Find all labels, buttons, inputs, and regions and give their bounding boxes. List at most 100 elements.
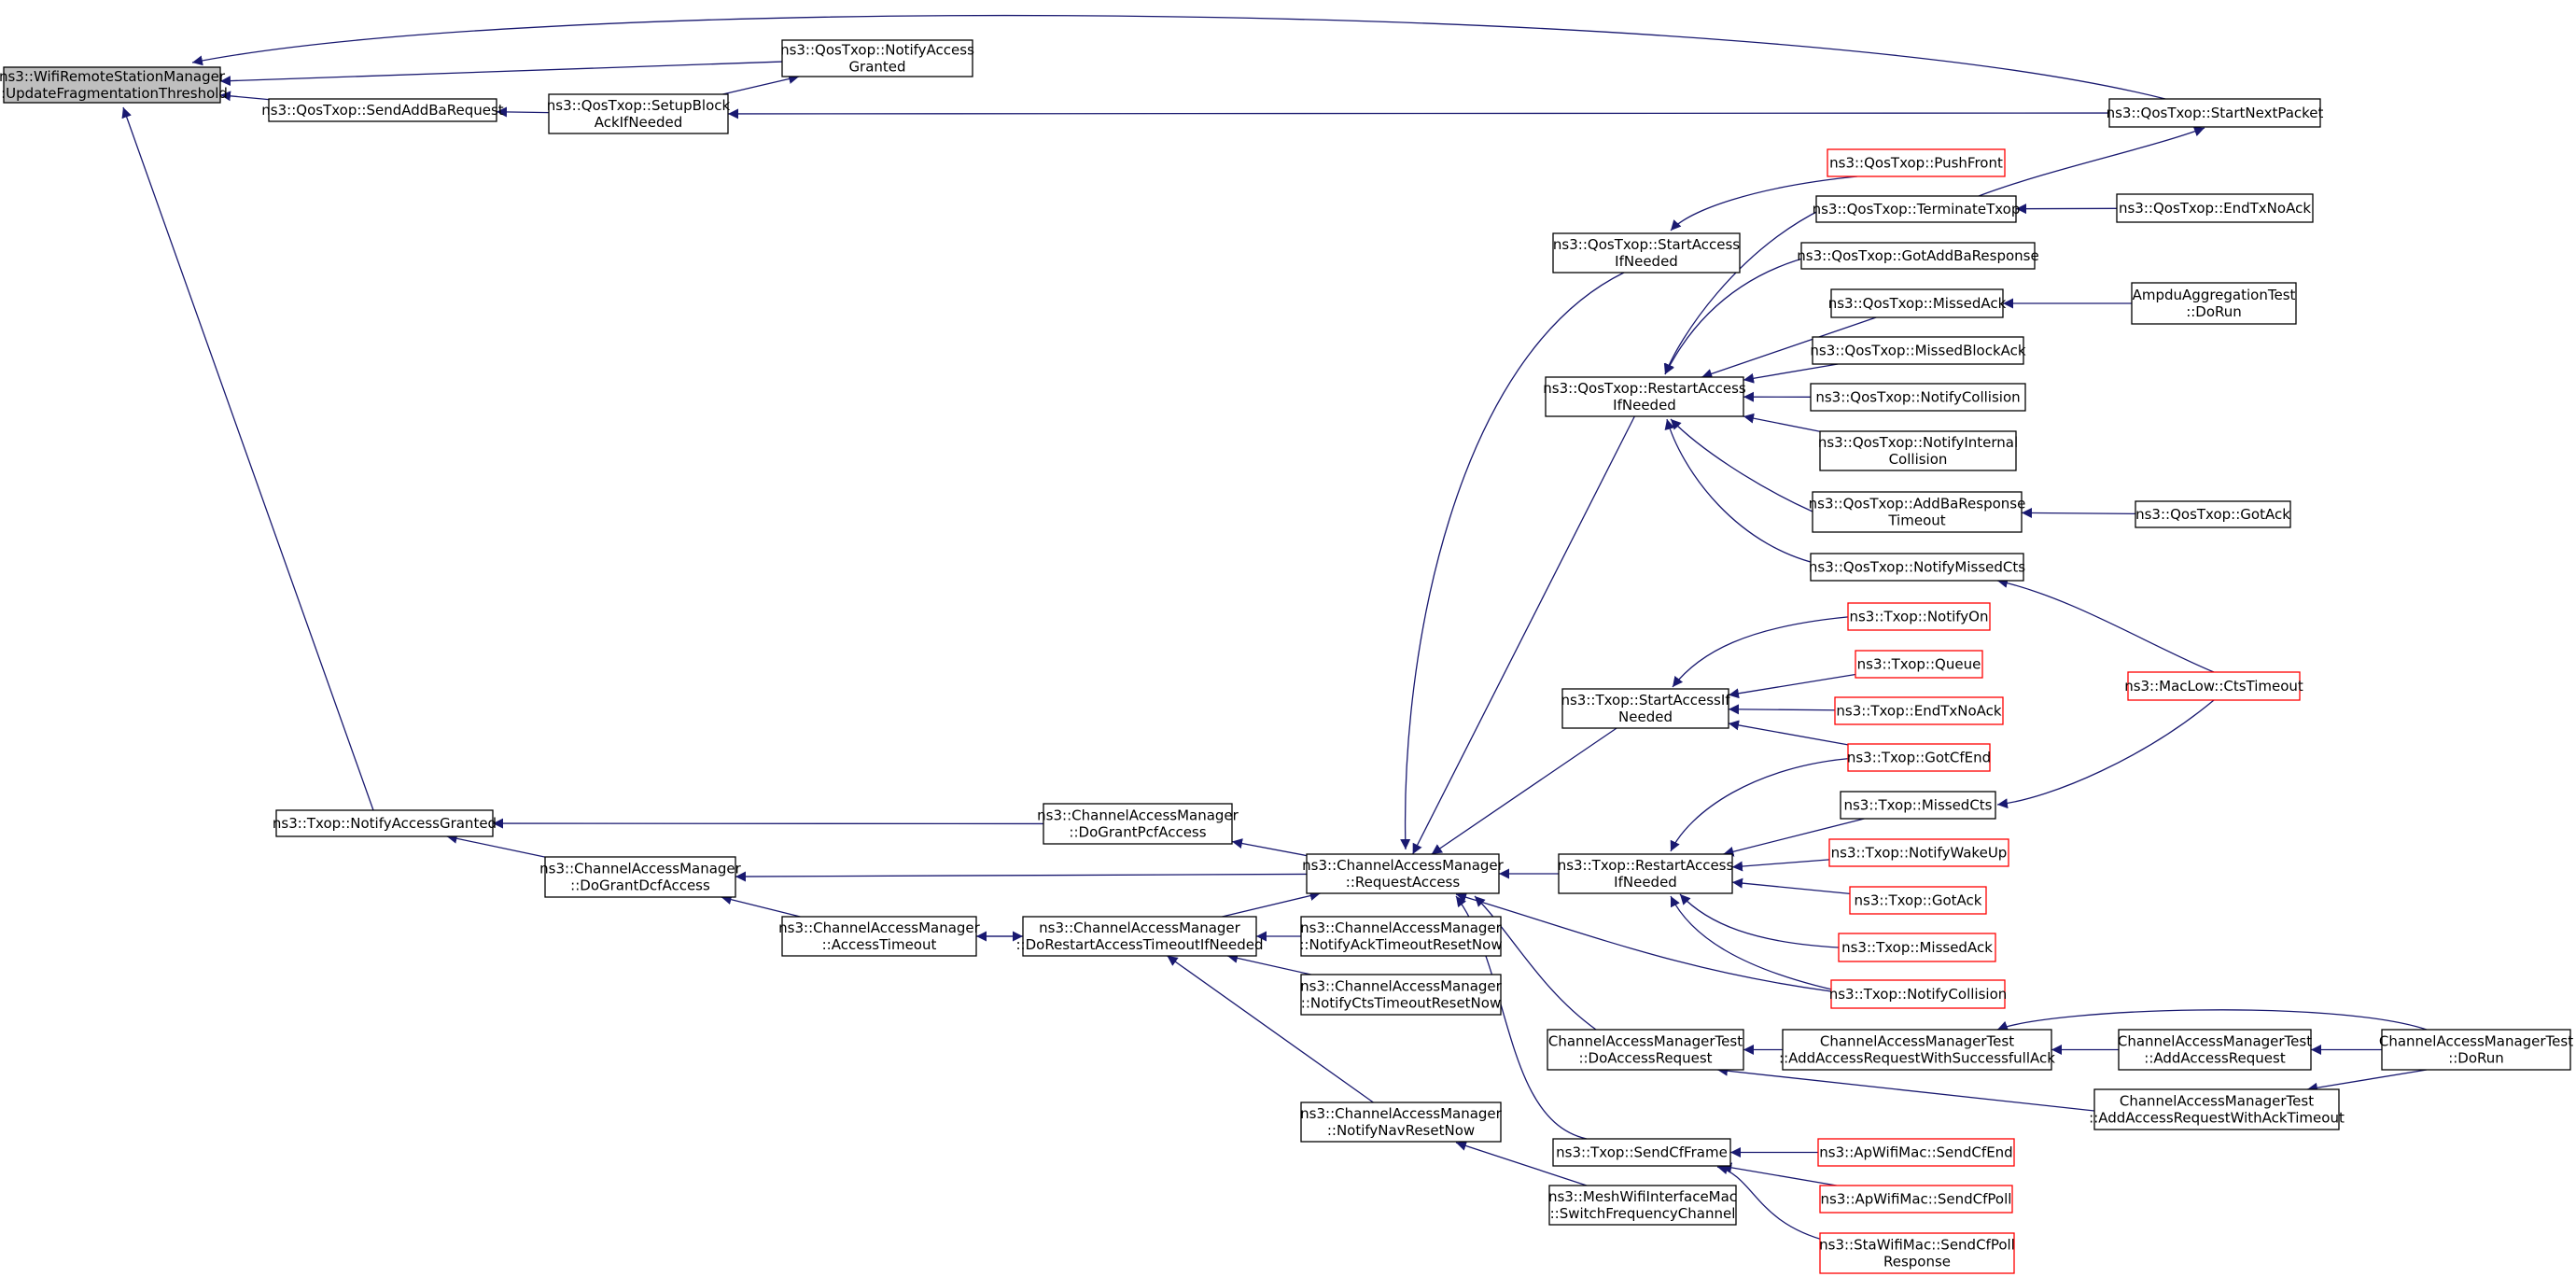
call-edge-qos_nag-to-root <box>219 61 783 87</box>
node-cam_dogrant_dcf[interactable]: ns3::ChannelAccessManager::DoGrantDcfAcc… <box>539 856 742 898</box>
node-box <box>3 66 221 104</box>
node-qos_missedcts[interactable]: ns3::QosTxop::NotifyMissedCts <box>1809 553 2025 582</box>
call-edge-sta_sendcfpoll-to-tx_sendcfframe <box>1716 1164 1830 1242</box>
node-box <box>2093 1088 2340 1130</box>
node-camt_addsuccess[interactable]: ChannelAccessManagerTest::AddAccessReque… <box>1779 1029 2055 1071</box>
node-label-line: ns3::ApWifiMac::SendCfPoll <box>1821 1191 2012 1208</box>
node-cam_navreset[interactable]: ns3::ChannelAccessManager::NotifyNavRese… <box>1300 1102 1503 1143</box>
node-box <box>1300 974 1502 1016</box>
node-cam_ctsreset[interactable]: ns3::ChannelAccessManager::NotifyCtsTime… <box>1300 974 1503 1016</box>
node-label-line: AckIfNeeded <box>595 114 683 131</box>
node-qos_notifycoll[interactable]: ns3::QosTxop::NotifyCollision <box>1810 383 2026 412</box>
node-cam_ackreset[interactable]: ns3::ChannelAccessManager::NotifyAckTime… <box>1299 916 1503 957</box>
node-label-line: ns3::QosTxop::NotifyCollision <box>1815 389 2020 406</box>
node-box <box>1800 242 2036 270</box>
node-tx_missedack[interactable]: ns3::Txop::MissedAck <box>1838 933 1996 962</box>
node-tx_queue[interactable]: ns3::Txop::Queue <box>1855 650 1983 679</box>
node-maclow_cts[interactable]: ns3::MacLow::CtsTimeout <box>2124 671 2303 701</box>
node-tx_gotack[interactable]: ns3::Txop::GotAck <box>1849 886 1987 915</box>
node-label-line: ns3::QosTxop::GotAck <box>2135 506 2290 523</box>
node-label-line: ::DoGrantPcfAccess <box>1069 824 1206 841</box>
node-box <box>1810 383 2026 412</box>
node-cam_reqaccess[interactable]: ns3::ChannelAccessManager::RequestAccess <box>1302 853 1505 894</box>
node-qos_terminate[interactable]: ns3::QosTxop::TerminateTxop <box>1813 195 2021 223</box>
node-camt_addack[interactable]: ChannelAccessManagerTest::AddAccessReque… <box>2089 1088 2345 1130</box>
call-edge-qos_gotack-to-qos_addbatimeout <box>2021 507 2136 518</box>
node-qos_missedblock[interactable]: ns3::QosTxop::MissedBlockAck <box>1810 336 2026 365</box>
node-tx_missedcts[interactable]: ns3::Txop::MissedCts <box>1840 791 1996 820</box>
node-qos_missedack[interactable]: ns3::QosTxop::MissedAck <box>1828 288 2007 318</box>
node-label-line: ns3::Txop::NotifyCollision <box>1829 986 2008 1003</box>
node-label-line: ns3::ChannelAccessManager <box>778 919 980 936</box>
node-label-line: ns3::QosTxop::SendAddBaRequest <box>261 102 504 119</box>
node-tx_endtxnoack[interactable]: ns3::Txop::EndTxNoAck <box>1834 696 2004 725</box>
node-tx_nag[interactable]: ns3::Txop::NotifyAccessGranted <box>273 809 497 837</box>
node-label-line: ns3::Txop::Queue <box>1857 656 1981 673</box>
node-label-line: IfNeeded <box>1614 874 1677 891</box>
node-qos_pushfront[interactable]: ns3::QosTxop::PushFront <box>1827 148 2006 177</box>
node-box <box>268 98 497 122</box>
node-label-line: ns3::ChannelAccessManager <box>1300 919 1502 936</box>
node-label-line: ns3::MacLow::CtsTimeout <box>2124 678 2303 695</box>
call-edge-camt_dorun-to-camt_addack <box>2306 1069 2428 1093</box>
node-label-line: ns3::WifiRemoteStationManager <box>0 68 226 85</box>
node-label-line: ns3::QosTxop::EndTxNoAck <box>2119 200 2311 217</box>
node-qos_nag[interactable]: ns3::QosTxop::NotifyAccessGranted <box>780 39 974 77</box>
node-box <box>1022 916 1257 957</box>
node-label-line: ::DoRun <box>2448 1050 2504 1067</box>
node-tx_notifyon[interactable]: ns3::Txop::NotifyOn <box>1847 602 1991 631</box>
node-tx_sendcfframe[interactable]: ns3::Txop::SendCfFrame <box>1552 1138 1731 1167</box>
node-root[interactable]: ns3::WifiRemoteStationManager::UpdateFra… <box>0 66 228 104</box>
node-label-line: ns3::QosTxop::RestartAccess <box>1543 380 1746 397</box>
node-camt_dorun[interactable]: ChannelAccessManagerTest::DoRun <box>2379 1029 2573 1071</box>
node-qos_endtxnoack[interactable]: ns3::QosTxop::EndTxNoAck <box>2116 193 2314 223</box>
node-cam_dogrant_pcf[interactable]: ns3::ChannelAccessManager::DoGrantPcfAcc… <box>1037 803 1239 845</box>
node-mesh_switch[interactable]: ns3::MeshWifiInterfaceMac::SwitchFrequen… <box>1548 1185 1737 1226</box>
node-box <box>2135 500 2291 528</box>
node-qos_gotaddba[interactable]: ns3::QosTxop::GotAddBaResponse <box>1797 242 2039 270</box>
call-edge-qos_terminate-to-qos_startnext <box>1978 126 2205 197</box>
node-cam_dorestart[interactable]: ns3::ChannelAccessManager::DoRestartAcce… <box>1015 916 1264 957</box>
node-qos_sendaddba[interactable]: ns3::QosTxop::SendAddBaRequest <box>261 98 504 122</box>
node-label-line: ns3::QosTxop::GotAddBaResponse <box>1797 247 2038 264</box>
node-label-line: ChannelAccessManagerTest <box>2120 1093 2314 1110</box>
call-edge-tx_queue-to-tx_startaccess <box>1728 673 1856 699</box>
node-ap_sendcfend[interactable]: ns3::ApWifiMac::SendCfEnd <box>1817 1138 2015 1167</box>
node-cam_accesstimeout[interactable]: ns3::ChannelAccessManager::AccessTimeout <box>778 916 981 957</box>
node-label-line: ns3::ChannelAccessManager <box>1039 919 1240 936</box>
call-edge-qos_startaccess-to-cam_reqaccess <box>1400 272 1625 850</box>
node-qos_startnext[interactable]: ns3::QosTxop::StartNextPacket <box>2107 98 2324 128</box>
call-edge-camt_addack-to-camt_doaccess <box>1716 1065 2095 1112</box>
node-qos_gotack[interactable]: ns3::QosTxop::GotAck <box>2135 500 2291 528</box>
node-ap_sendcfpoll[interactable]: ns3::ApWifiMac::SendCfPoll <box>1819 1185 2013 1214</box>
node-box <box>1300 916 1502 957</box>
node-label-line: ::NotifyAckTimeoutResetNow <box>1299 936 1502 953</box>
call-edge-qos_addbatimeout-to-qos_restart <box>1670 418 1813 512</box>
node-label-line: ns3::QosTxop::NotifyInternal <box>1818 434 2018 451</box>
node-tx_notifycoll[interactable]: ns3::Txop::NotifyCollision <box>1829 979 2008 1009</box>
node-label-line: ::AccessTimeout <box>822 936 937 953</box>
node-label-line: ::DoAccessRequest <box>1578 1050 1712 1067</box>
node-box <box>2108 98 2321 128</box>
node-camt_addreq[interactable]: ChannelAccessManagerTest::AddAccessReque… <box>2118 1029 2312 1071</box>
node-label-line: ChannelAccessManagerTest <box>2118 1033 2312 1050</box>
node-label-line: ::DoGrantDcfAccess <box>570 877 710 894</box>
node-ampdu[interactable]: AmpduAggregationTest::DoRun <box>2131 282 2297 325</box>
call-edge-qos_terminate-to-qos_restart <box>1663 208 1823 375</box>
node-tx_wakeup[interactable]: ns3::Txop::NotifyWakeUp <box>1828 838 2009 867</box>
node-box <box>1838 933 1996 962</box>
node-camt_doaccess[interactable]: ChannelAccessManagerTest::DoAccessReques… <box>1547 1029 1744 1071</box>
node-label-line: ChannelAccessManagerTest <box>1548 1033 1743 1050</box>
node-box <box>1810 553 2024 582</box>
node-tx_gotcfend[interactable]: ns3::Txop::GotCfEnd <box>1847 743 1991 772</box>
node-box <box>1855 650 1983 679</box>
node-box <box>1552 232 1741 274</box>
